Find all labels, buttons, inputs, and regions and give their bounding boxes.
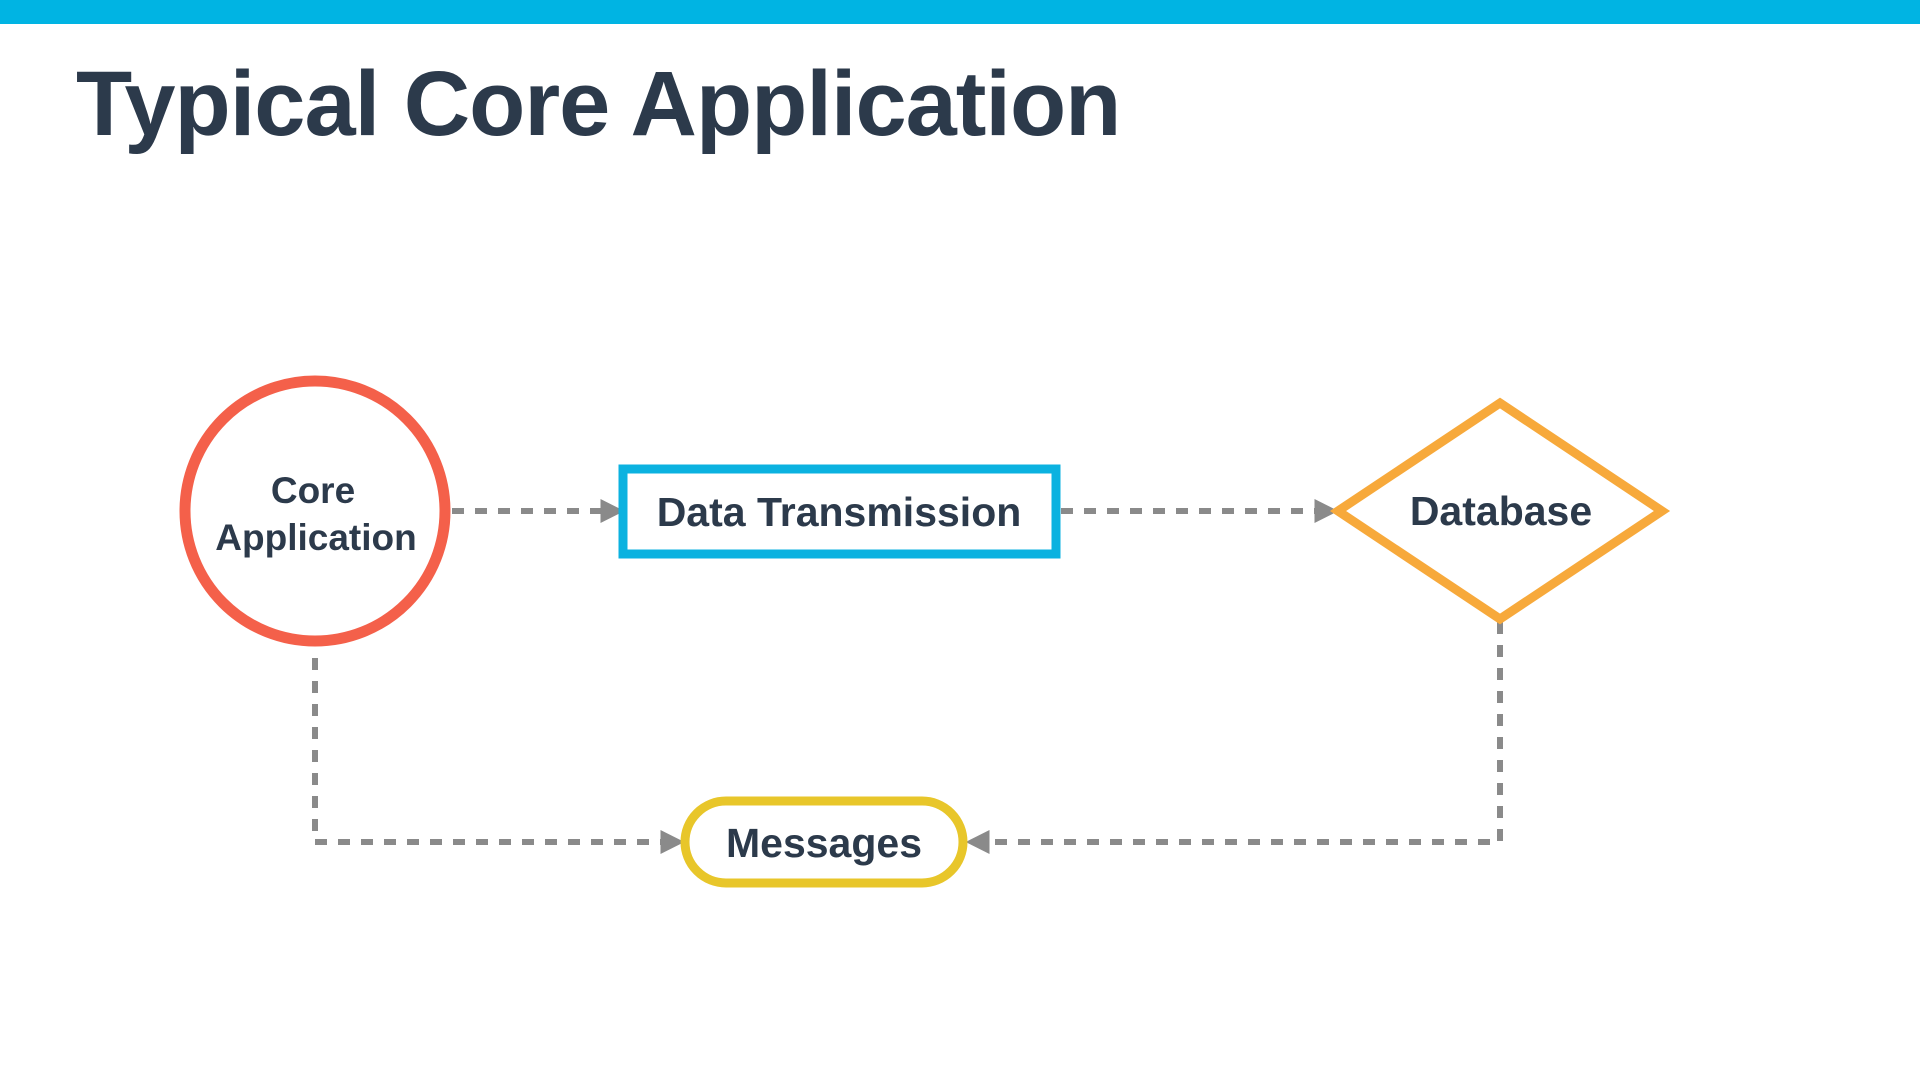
- top-accent-bar: [0, 0, 1920, 24]
- core-application-label-line1: Core: [271, 470, 355, 511]
- node-database: Database: [1329, 397, 1671, 625]
- core-application-label-line2: Application: [215, 517, 416, 558]
- messages-pill: [680, 796, 968, 888]
- database-diamond: [1329, 397, 1671, 625]
- database-label: Database: [1410, 488, 1592, 534]
- page-title: Typical Core Application: [76, 53, 1121, 155]
- node-data-transmission: Data Transmission: [618, 464, 1061, 559]
- data-transmission-label: Data Transmission: [657, 489, 1022, 535]
- data-transmission-box: [618, 464, 1061, 559]
- messages-label: Messages: [726, 820, 922, 866]
- core-application-circle: [179, 375, 451, 647]
- node-core-application: Core Application: [179, 375, 451, 647]
- edge-database-to-messages: [965, 622, 1503, 854]
- edge-core-to-messages: [312, 658, 685, 854]
- node-messages: Messages: [680, 796, 968, 888]
